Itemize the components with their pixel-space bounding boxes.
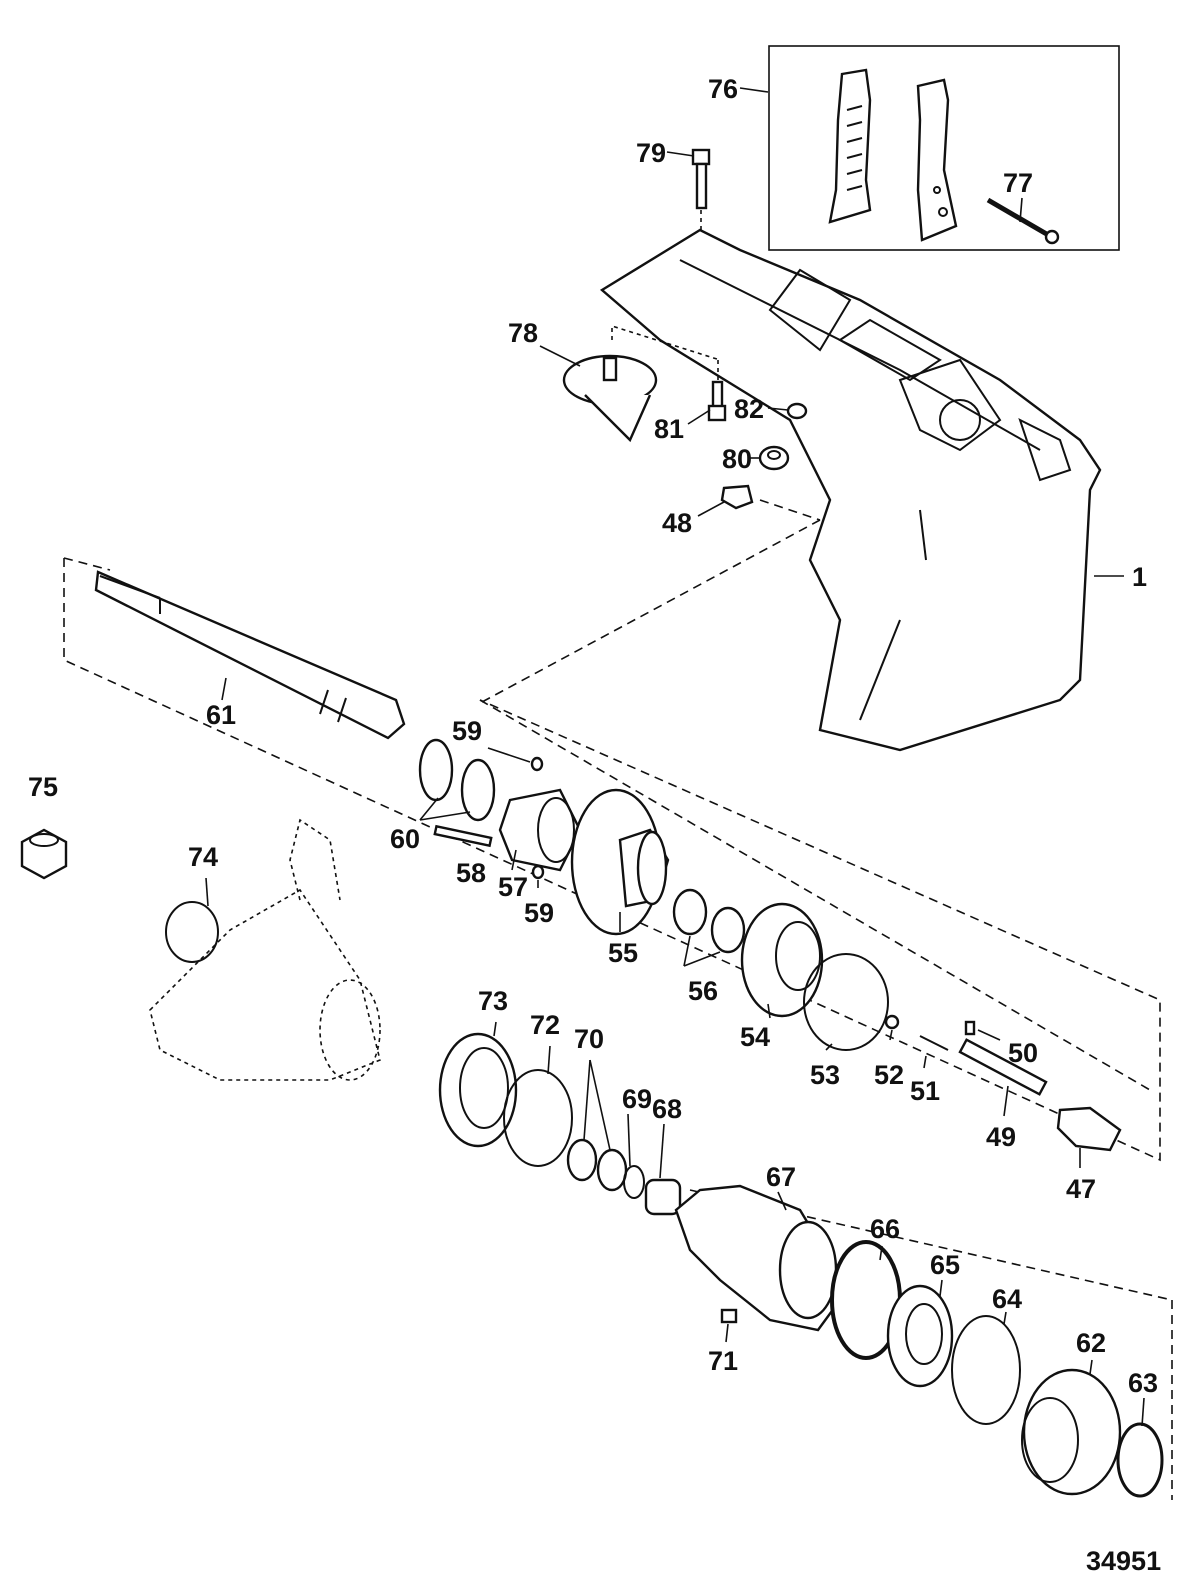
callout-78: 78 bbox=[508, 318, 538, 348]
clutch-group bbox=[433, 756, 582, 880]
callout-54: 54 bbox=[740, 1022, 770, 1052]
callout-60: 60 bbox=[390, 824, 420, 854]
callout-58: 58 bbox=[456, 858, 486, 888]
nut-part-75 bbox=[20, 828, 68, 880]
figure-number: 34951 bbox=[1086, 1546, 1161, 1576]
retaining-ring-part-69 bbox=[623, 1165, 645, 1199]
callout-61: 61 bbox=[206, 700, 236, 730]
callout-labels: 76 79 77 78 81 82 80 48 1 61 59 75 60 58… bbox=[28, 74, 1161, 1576]
callout-51: 51 bbox=[910, 1076, 940, 1106]
callout-80: 80 bbox=[722, 444, 752, 474]
bearing-part-73 bbox=[438, 1032, 518, 1148]
callout-55: 55 bbox=[608, 938, 638, 968]
shift-group bbox=[884, 1014, 1122, 1152]
propeller-reference bbox=[149, 818, 381, 1081]
ring-part-60 bbox=[418, 738, 496, 822]
callout-72: 72 bbox=[530, 1010, 560, 1040]
washer-part-72 bbox=[503, 1069, 573, 1167]
callout-77: 77 bbox=[1003, 168, 1033, 198]
washer-part-63 bbox=[1116, 1422, 1164, 1498]
bearing-part-70 bbox=[566, 1138, 628, 1192]
callout-66: 66 bbox=[870, 1214, 900, 1244]
callout-74: 74 bbox=[188, 842, 218, 872]
callout-62: 62 bbox=[1076, 1328, 1106, 1358]
callout-71: 71 bbox=[708, 1346, 738, 1376]
gear-housing-part-1 bbox=[599, 228, 1102, 752]
gear-part-55 bbox=[570, 788, 670, 936]
callout-59-lower: 59 bbox=[524, 898, 554, 928]
callout-52: 52 bbox=[874, 1060, 904, 1090]
callout-81: 81 bbox=[654, 414, 684, 444]
callout-68: 68 bbox=[652, 1094, 682, 1124]
leader-lines bbox=[205, 87, 1145, 1427]
shim-part-64 bbox=[951, 1315, 1021, 1425]
bearing-carrier-part-67 bbox=[674, 1184, 842, 1332]
callout-50: 50 bbox=[1008, 1038, 1038, 1068]
callout-76: 76 bbox=[708, 74, 738, 104]
gear-part-62 bbox=[1021, 1368, 1122, 1496]
callout-65: 65 bbox=[930, 1250, 960, 1280]
callout-49: 49 bbox=[986, 1122, 1016, 1152]
callout-57: 57 bbox=[498, 872, 528, 902]
bearing-part-54 bbox=[740, 902, 824, 1018]
callout-63: 63 bbox=[1128, 1368, 1158, 1398]
callout-64: 64 bbox=[992, 1284, 1022, 1314]
callout-1: 1 bbox=[1132, 562, 1147, 592]
callout-70: 70 bbox=[574, 1024, 604, 1054]
key-part-71 bbox=[720, 1308, 738, 1324]
callout-53: 53 bbox=[810, 1060, 840, 1090]
callout-79: 79 bbox=[636, 138, 666, 168]
inset-box bbox=[768, 45, 1120, 251]
screw-part-77 bbox=[986, 197, 1060, 245]
o-ring-part-53 bbox=[803, 953, 889, 1051]
callout-56: 56 bbox=[688, 976, 718, 1006]
bolt-part-79 bbox=[691, 148, 711, 232]
bearing-part-65 bbox=[886, 1284, 954, 1388]
anode-part-76 bbox=[828, 68, 958, 242]
callout-67: 67 bbox=[766, 1162, 796, 1192]
callout-75: 75 bbox=[28, 772, 58, 802]
callout-73: 73 bbox=[478, 986, 508, 1016]
bearing-part-56 bbox=[672, 888, 746, 967]
propeller-shaft-part-61 bbox=[94, 570, 406, 740]
tab-washer-part-74 bbox=[165, 901, 219, 963]
callout-48: 48 bbox=[662, 508, 692, 538]
callout-59-upper: 59 bbox=[452, 716, 482, 746]
callout-69: 69 bbox=[622, 1084, 652, 1114]
callout-47: 47 bbox=[1066, 1174, 1096, 1204]
bearing-part-68 bbox=[644, 1178, 682, 1216]
trim-tab-part-78 bbox=[562, 324, 721, 443]
hardware-group bbox=[707, 360, 821, 521]
callout-82: 82 bbox=[734, 394, 764, 424]
